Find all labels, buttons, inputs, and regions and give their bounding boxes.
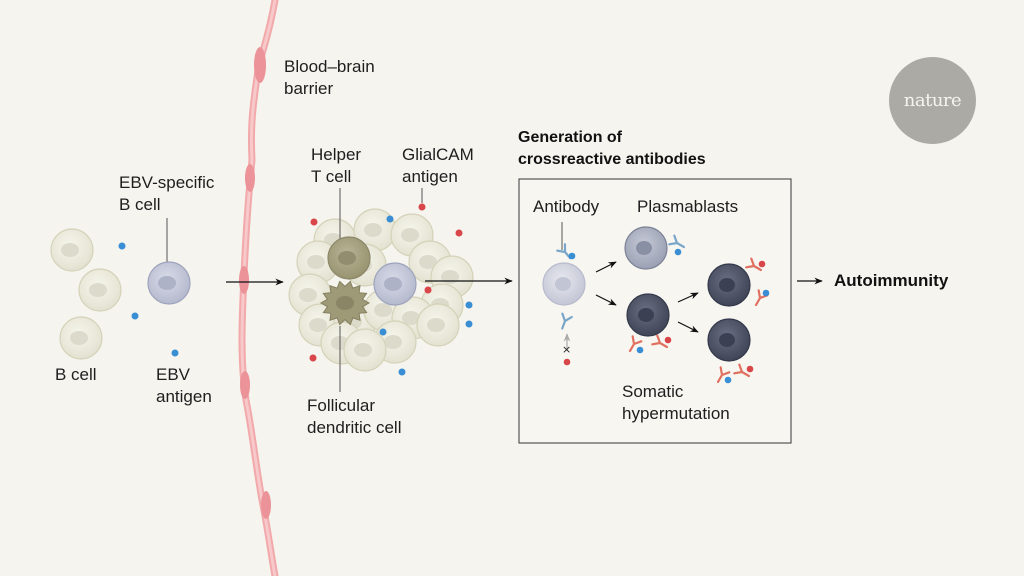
- ebv-antigen-dot: [674, 248, 682, 256]
- endothelial-nucleus: [240, 371, 250, 399]
- label-helper-t-cell: Helper T cell: [311, 145, 362, 186]
- ebv-antigen-dot: [568, 252, 576, 260]
- label-glialcam-antigen: GlialCAM antigen: [402, 145, 474, 186]
- helper-t-cell: [327, 236, 371, 280]
- label-blood-brain-barrier: Blood–brain barrier: [284, 57, 375, 98]
- label-b-cell: B cell: [55, 365, 97, 384]
- logo-text: nature: [903, 90, 962, 111]
- ebv-antigen-dot: [379, 328, 387, 336]
- ebv-antigen-dot: [762, 289, 770, 297]
- cluster-b-cell: [416, 303, 460, 347]
- ebv-antigen-dot: [386, 215, 394, 223]
- endothelial-nucleus: [239, 266, 249, 294]
- cluster-b-cell: [343, 328, 387, 372]
- label-ebv-antigen: EBV antigen: [156, 365, 212, 406]
- ebv-specific-b-cell-in-cluster: [373, 262, 417, 306]
- ebv-specific-b-cell: [147, 261, 191, 305]
- antibody-icon: [668, 234, 686, 249]
- ebv-antigen-dot: [465, 320, 473, 328]
- mutated-antibody-icon: [745, 257, 763, 272]
- arrow: [677, 321, 699, 333]
- arrow: [595, 294, 617, 306]
- label-generation-title: Generation of crossreactive antibodies: [518, 129, 706, 168]
- b-cell-origin: [542, 262, 586, 306]
- antibody-icon: [561, 312, 573, 330]
- ebv-antigen-dot: [118, 242, 126, 250]
- glialcam-antigen-dot: [309, 354, 317, 362]
- glialcam-antigen-dot: [758, 260, 766, 268]
- label-autoimmunity: Autoimmunity: [834, 271, 949, 290]
- label-plasmablasts: Plasmablasts: [637, 197, 739, 216]
- label-follicular-dendritic-cell: Follicular dendritic cell: [307, 396, 402, 437]
- ebv-antigen-dot: [724, 376, 732, 384]
- arrow: [595, 261, 617, 273]
- glialcam-antigen-dot: [418, 203, 426, 211]
- mutated-antibody-icon: [733, 363, 751, 378]
- glialcam-antigen-dot: [746, 365, 754, 373]
- plasmablast-dark: [707, 263, 751, 307]
- ebv-antigen-dot: [131, 312, 139, 320]
- glialcam-antigen-dot: [563, 358, 571, 366]
- mutated-antibody-icon: [716, 366, 731, 384]
- ebv-antigen-dot: [636, 346, 644, 354]
- glialcam-antigen-dot: [310, 218, 318, 226]
- plasmablast-dark: [707, 318, 751, 362]
- b-cell: [50, 228, 94, 272]
- b-cell: [59, 316, 103, 360]
- follicular-dendritic-cell: [319, 280, 371, 326]
- ebv-antigen-dot: [398, 368, 406, 376]
- mutated-antibody-icon: [651, 334, 669, 349]
- glialcam-antigen-dot: [455, 229, 463, 237]
- arrow: [677, 292, 699, 303]
- plasmablast-light: [624, 226, 668, 270]
- label-ebv-specific-b-cell: EBV-specific B cell: [119, 173, 215, 214]
- cross-icon: ×: [562, 343, 571, 356]
- blood-brain-barrier: [238, 0, 279, 576]
- endothelial-nucleus: [254, 47, 266, 83]
- nature-logo: nature: [889, 57, 976, 144]
- mutated-antibody-icon: [628, 335, 643, 353]
- b-cell: [78, 268, 122, 312]
- label-antibody: Antibody: [533, 197, 600, 216]
- endothelial-nucleus: [261, 491, 271, 519]
- ebv-antigen-dot: [465, 301, 473, 309]
- ebv-antigen-dot: [171, 349, 179, 357]
- label-somatic-hypermutation: Somatic hypermutation: [622, 382, 730, 423]
- cluster-b-cell: [353, 208, 397, 252]
- glialcam-antigen-dot: [424, 286, 432, 294]
- endothelial-nucleus: [245, 164, 255, 192]
- glialcam-antigen-dot: [664, 336, 672, 344]
- plasmablast-dark: [626, 293, 670, 337]
